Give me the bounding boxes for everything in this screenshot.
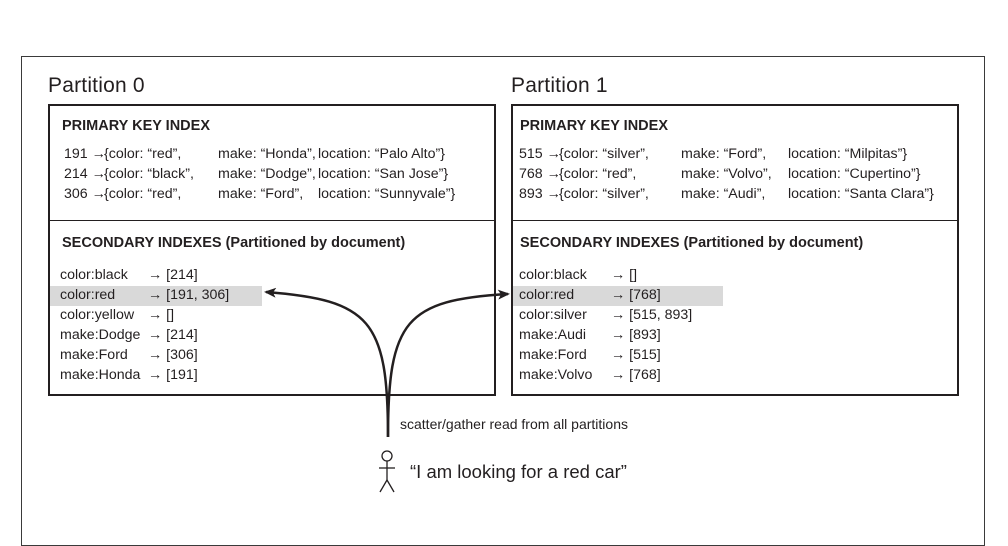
secondary-index-term: color:black — [519, 267, 587, 283]
primary-row-key: 768 → — [519, 166, 561, 182]
primary-row-key: 214 → — [64, 166, 106, 182]
secondary-index-ids: → [] — [611, 267, 638, 283]
partition-title: Partition 1 — [511, 74, 608, 97]
primary-row-location: location: “Santa Clara”} — [788, 186, 934, 202]
primary-row-location: location: “Milpitas”} — [788, 146, 908, 162]
secondary-index-ids: → [893] — [611, 327, 661, 343]
secondary-index-term: make:Audi — [519, 327, 587, 343]
secondary-index-term: make:Dodge — [60, 327, 141, 343]
secondary-index-ids: → [515] — [611, 347, 661, 363]
primary-row-location: location: “Cupertino”} — [788, 166, 921, 182]
primary-row-location: location: “Sunnyvale”} — [318, 186, 456, 202]
primary-row-color: {color: “red”, — [104, 186, 182, 202]
secondary-indexes-heading: SECONDARY INDEXES (Partitioned by docume… — [62, 235, 406, 251]
primary-row-color: {color: “silver”, — [559, 146, 649, 162]
secondary-index-ids: → [768] — [611, 367, 661, 383]
highlighted-row — [513, 286, 723, 306]
secondary-index-term: make:Ford — [519, 347, 587, 363]
secondary-index-ids: → [191, 306] — [148, 287, 230, 303]
primary-row-color: {color: “red”, — [104, 146, 182, 162]
primary-row-make: make: “Audi”, — [681, 186, 766, 202]
primary-key-index-heading: PRIMARY KEY INDEX — [62, 118, 210, 134]
primary-key-index-heading: PRIMARY KEY INDEX — [520, 118, 668, 134]
secondary-index-ids: → [306] — [148, 347, 198, 363]
secondary-index-term: color:yellow — [60, 307, 135, 323]
primary-row-color: {color: “black”, — [104, 166, 194, 182]
primary-row-key: 306 → — [64, 186, 106, 202]
secondary-index-term: color:black — [60, 267, 128, 283]
secondary-indexes-heading: SECONDARY INDEXES (Partitioned by docume… — [520, 235, 864, 251]
secondary-index-ids: → [214] — [148, 267, 198, 283]
user-stick-figure-icon — [379, 450, 395, 493]
secondary-index-term: color:silver — [519, 307, 587, 323]
secondary-index-ids: → [191] — [148, 367, 198, 383]
secondary-index-term: make:Honda — [60, 367, 141, 383]
primary-row-location: location: “Palo Alto”} — [318, 146, 445, 162]
primary-row-make: make: “Ford”, — [218, 186, 304, 202]
primary-row-make: make: “Dodge”, — [218, 166, 316, 182]
index-divider — [513, 220, 957, 221]
secondary-index-term: color:red — [60, 287, 116, 303]
primary-row-make: make: “Ford”, — [681, 146, 767, 162]
secondary-index-ids: → [768] — [611, 287, 661, 303]
secondary-index-ids: → [214] — [148, 327, 198, 343]
secondary-index-ids: → [515, 893] — [611, 307, 693, 323]
primary-row-key: 893 → — [519, 186, 561, 202]
secondary-index-ids: → [] — [148, 307, 175, 323]
scatter-gather-caption: scatter/gather read from all partitions — [400, 416, 628, 432]
primary-row-color: {color: “silver”, — [559, 186, 649, 202]
primary-row-key: 191 → — [64, 146, 106, 162]
arrows-and-figure-layer — [264, 287, 510, 493]
primary-row-make: make: “Volvo”, — [681, 166, 772, 182]
index-divider — [50, 220, 494, 221]
partition-title: Partition 0 — [48, 74, 145, 97]
primary-row-color: {color: “red”, — [559, 166, 637, 182]
highlighted-row — [50, 286, 262, 306]
primary-row-location: location: “San Jose”} — [318, 166, 449, 182]
secondary-index-term: make:Ford — [60, 347, 128, 363]
secondary-index-term: color:red — [519, 287, 575, 303]
primary-row-key: 515 → — [519, 146, 561, 162]
user-query-quote: “I am looking for a red car” — [410, 461, 627, 482]
primary-row-make: make: “Honda”, — [218, 146, 316, 162]
scatter-arrow-left — [264, 287, 390, 438]
scatter-arrow-right — [386, 289, 510, 438]
secondary-index-term: make:Volvo — [519, 367, 593, 383]
